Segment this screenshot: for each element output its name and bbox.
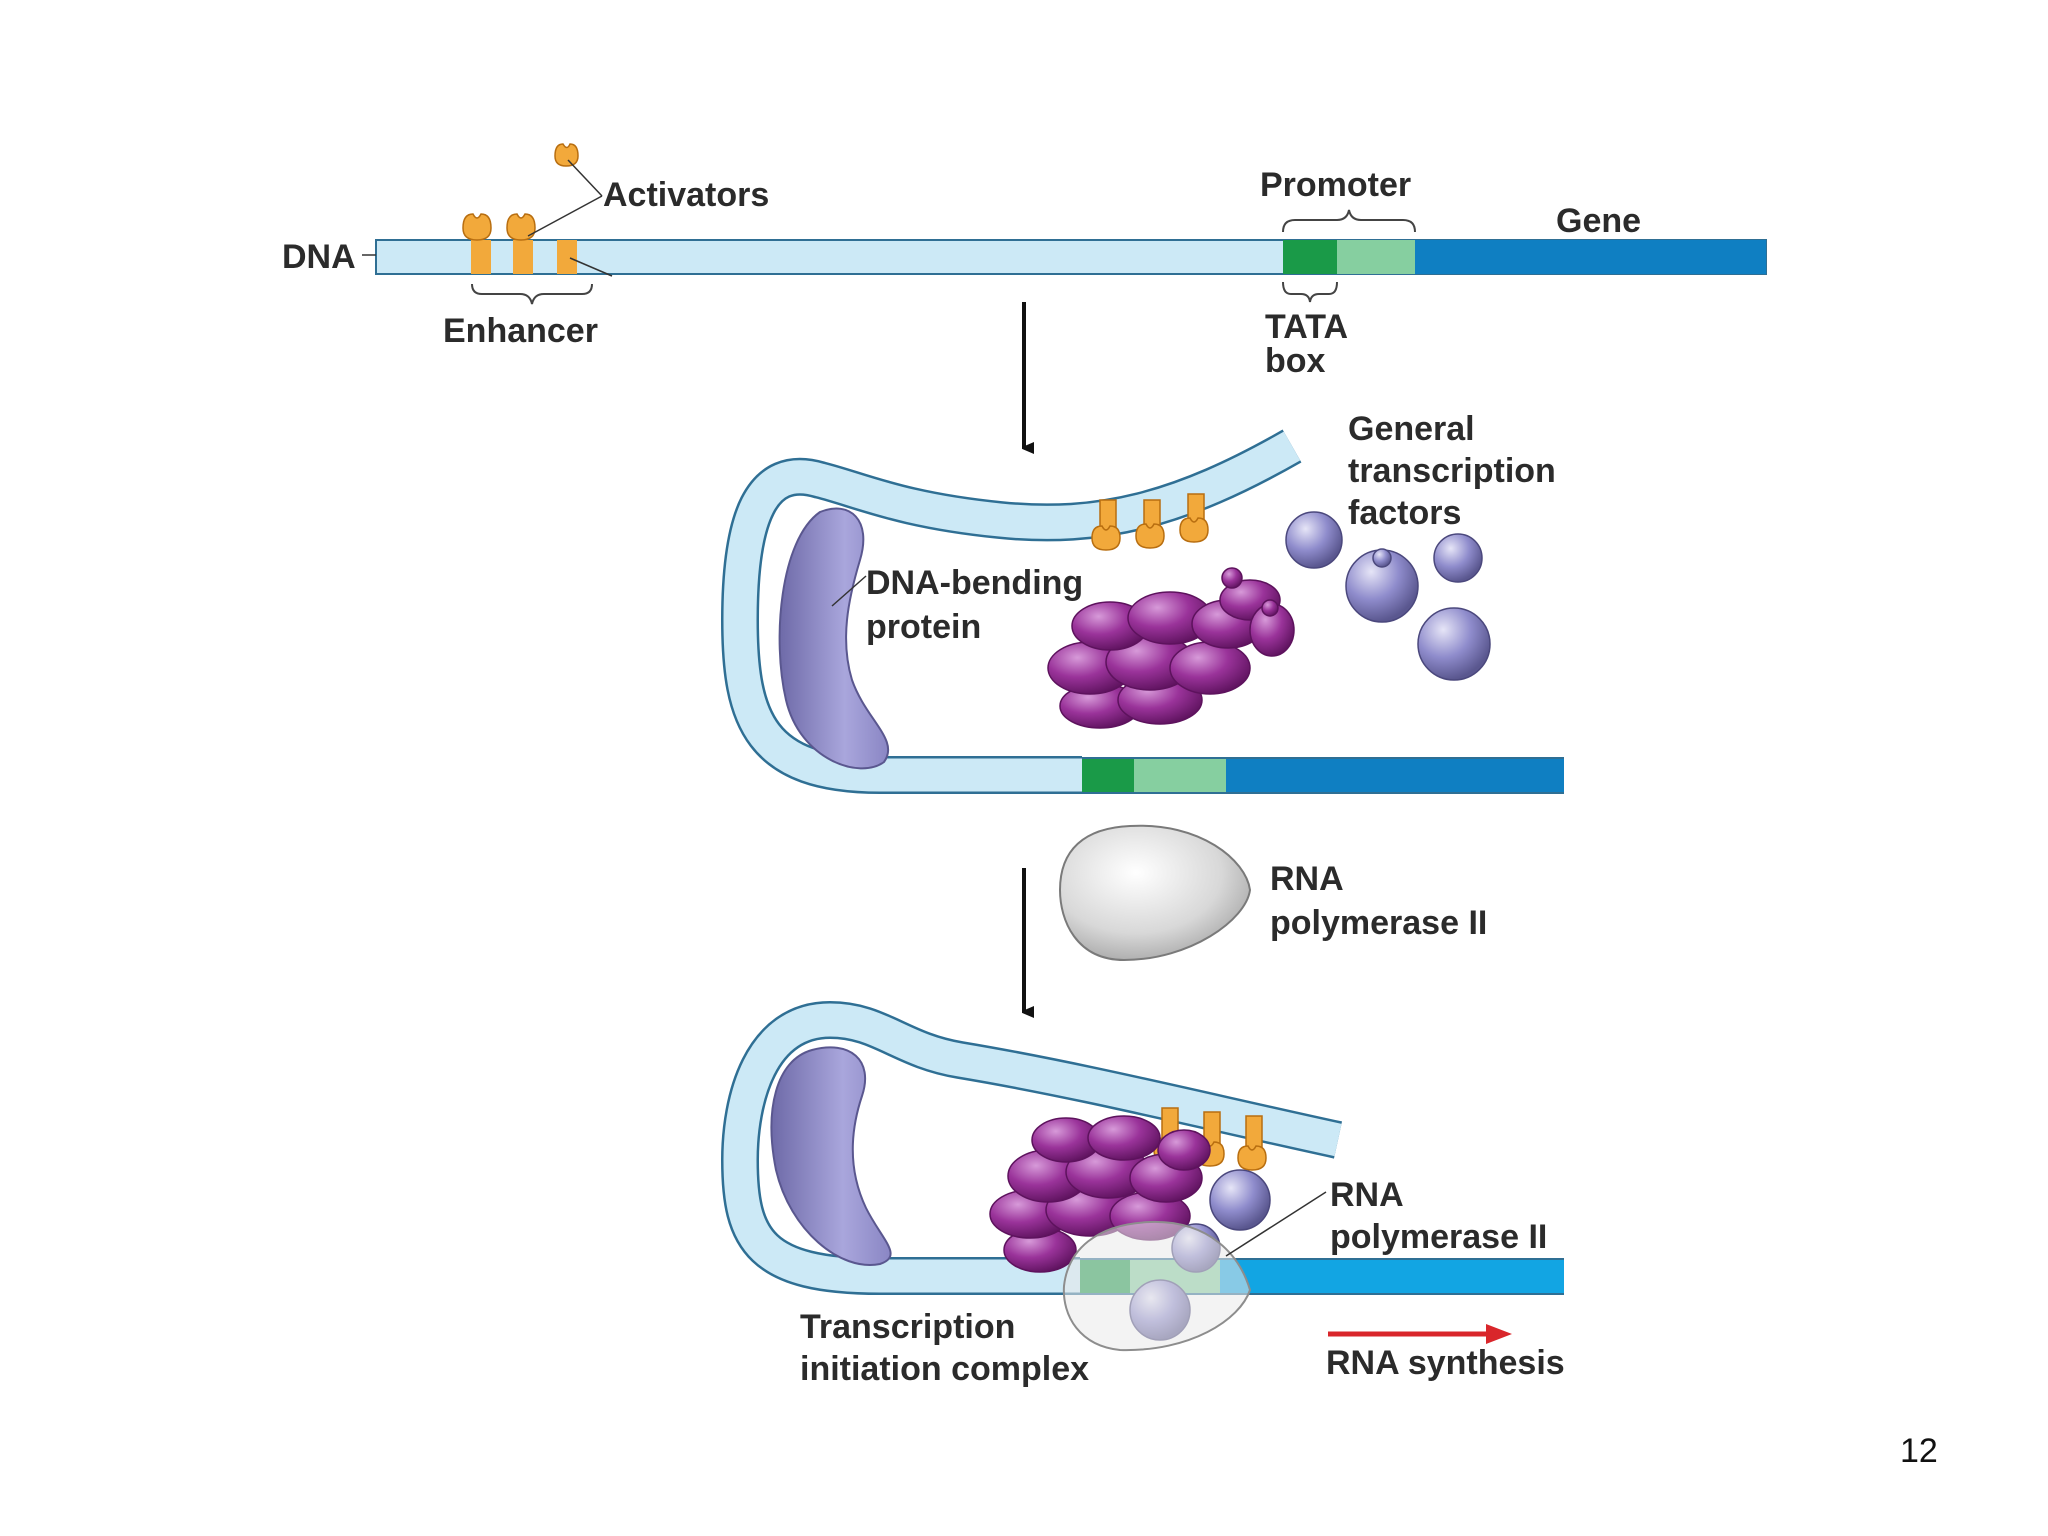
gtf-label-line3: factors: [1348, 494, 1461, 532]
page-number: 12: [1900, 1432, 1938, 1470]
dna-label: DNA: [282, 238, 356, 276]
promoter-segment: [1337, 240, 1415, 274]
enhancer-label: Enhancer: [443, 312, 598, 350]
dna-bending-protein-middle: [778, 507, 890, 770]
tata-label-line1: TATA: [1265, 308, 1348, 346]
enhancer-sites: [471, 240, 577, 274]
bending-leader-line: [831, 575, 867, 607]
rnapol2-leader-line: [1225, 1191, 1327, 1257]
rna-polymerase-free: [1058, 824, 1252, 962]
enhancer-brace: [471, 283, 593, 305]
general-transcription-factors: [1285, 511, 1491, 681]
mediator-complex-bottom: [989, 1115, 1211, 1273]
promoter-brace: [1282, 209, 1416, 233]
mediator-complex-middle: [1047, 567, 1295, 729]
tata-brace: [1282, 281, 1338, 303]
rnapol-label-line2: polymerase II: [1270, 904, 1487, 942]
bending-label-line1: DNA-bending: [866, 564, 1083, 602]
gtf-label-line2: transcription: [1348, 452, 1556, 490]
tata-label-line2: box: [1265, 342, 1326, 380]
activator-proteins: [462, 143, 579, 241]
rna-synthesis-arrow: [1328, 1324, 1512, 1344]
rnapol2-label-line1: RNA: [1330, 1176, 1404, 1214]
gene-label: Gene: [1556, 202, 1641, 240]
activator-leader-lines: [527, 159, 613, 277]
activators-bound-middle: [1091, 493, 1209, 551]
dna-bending-protein-bottom: [770, 1046, 892, 1266]
promoter-label: Promoter: [1260, 166, 1411, 204]
bending-label-line2: protein: [866, 608, 981, 646]
complex-label-line2: initiation complex: [800, 1350, 1089, 1388]
complex-label-line1: Transcription: [800, 1308, 1015, 1346]
rnapol-label-line1: RNA: [1270, 860, 1344, 898]
dna-strand-top: [375, 239, 1767, 275]
rnapol2-label-line2: polymerase II: [1330, 1218, 1547, 1256]
tata-box-segment: [1283, 240, 1337, 274]
gene-segment: [1415, 240, 1766, 274]
rna-polymerase-bound: [1062, 1220, 1252, 1352]
gtf-label-line1: General: [1348, 410, 1475, 448]
activators-label: Activators: [603, 176, 769, 214]
rna-synthesis-label: RNA synthesis: [1326, 1344, 1565, 1382]
